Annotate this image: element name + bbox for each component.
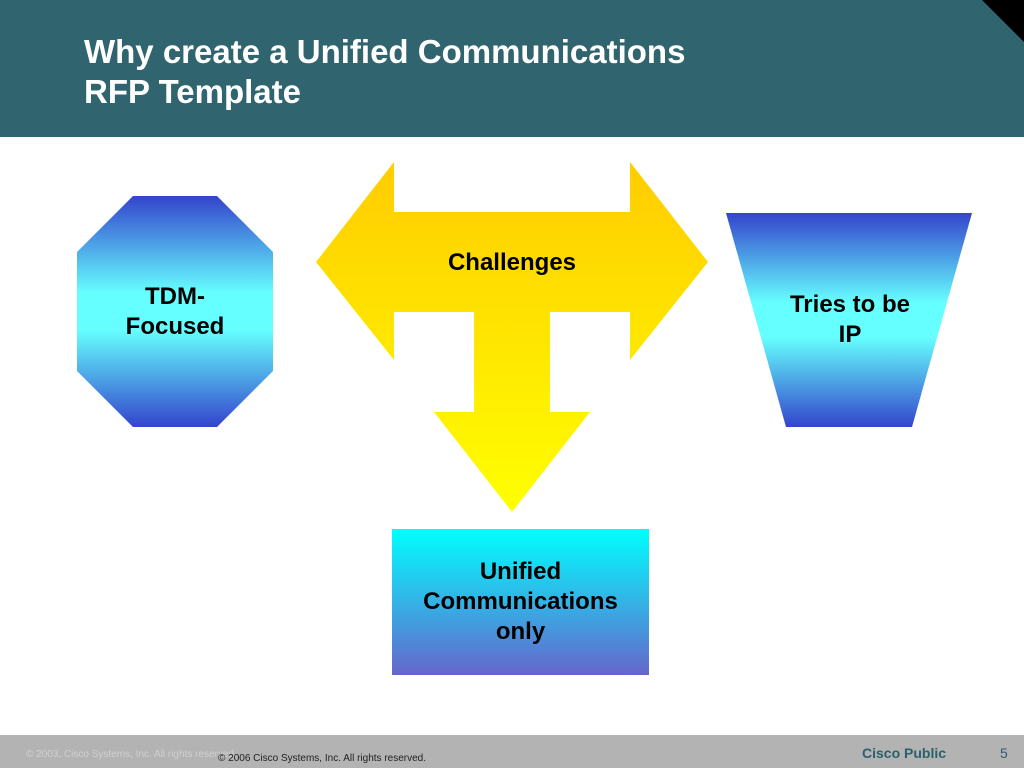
footer-old-copyright: © 2003, Cisco Systems, Inc. All rights r…: [26, 749, 237, 760]
unified-label-line-1: Unified: [479, 558, 562, 585]
slide-title-line-1: Why create a Unified Communications: [84, 33, 686, 70]
slide-title-line-2: RFP Template: [84, 73, 301, 110]
page-number: 5: [1000, 745, 1008, 761]
tdm-octagon: [77, 196, 273, 427]
tdm-label-line-2: Focused: [125, 313, 225, 340]
title-bar: Why create a Unified Communications RFP …: [0, 0, 1024, 137]
footer-bar: [0, 735, 1024, 768]
ip-label-line-1: Tries to be: [789, 291, 911, 318]
unified-box: [392, 529, 649, 675]
unified-label: Unified Communications only: [392, 557, 649, 647]
footer-classification: Cisco Public: [862, 745, 947, 761]
footer-copyright: © 2006 Cisco Systems, Inc. All rights re…: [218, 753, 427, 764]
corner-triangle: [982, 0, 1024, 42]
slide-title: Why create a Unified Communications RFP …: [84, 32, 685, 112]
ip-label: Tries to be IP: [740, 290, 960, 350]
ip-trapezoid: [726, 213, 972, 427]
challenges-arrow: [316, 162, 708, 512]
challenges-label: Challenges: [447, 249, 577, 276]
unified-label-line-2: Communications: [423, 588, 618, 615]
tdm-label-line-1: TDM-: [145, 283, 205, 310]
unified-label-line-3: only: [495, 618, 546, 645]
ip-label-line-2: IP: [838, 321, 862, 348]
tdm-label: TDM- Focused: [80, 282, 270, 342]
